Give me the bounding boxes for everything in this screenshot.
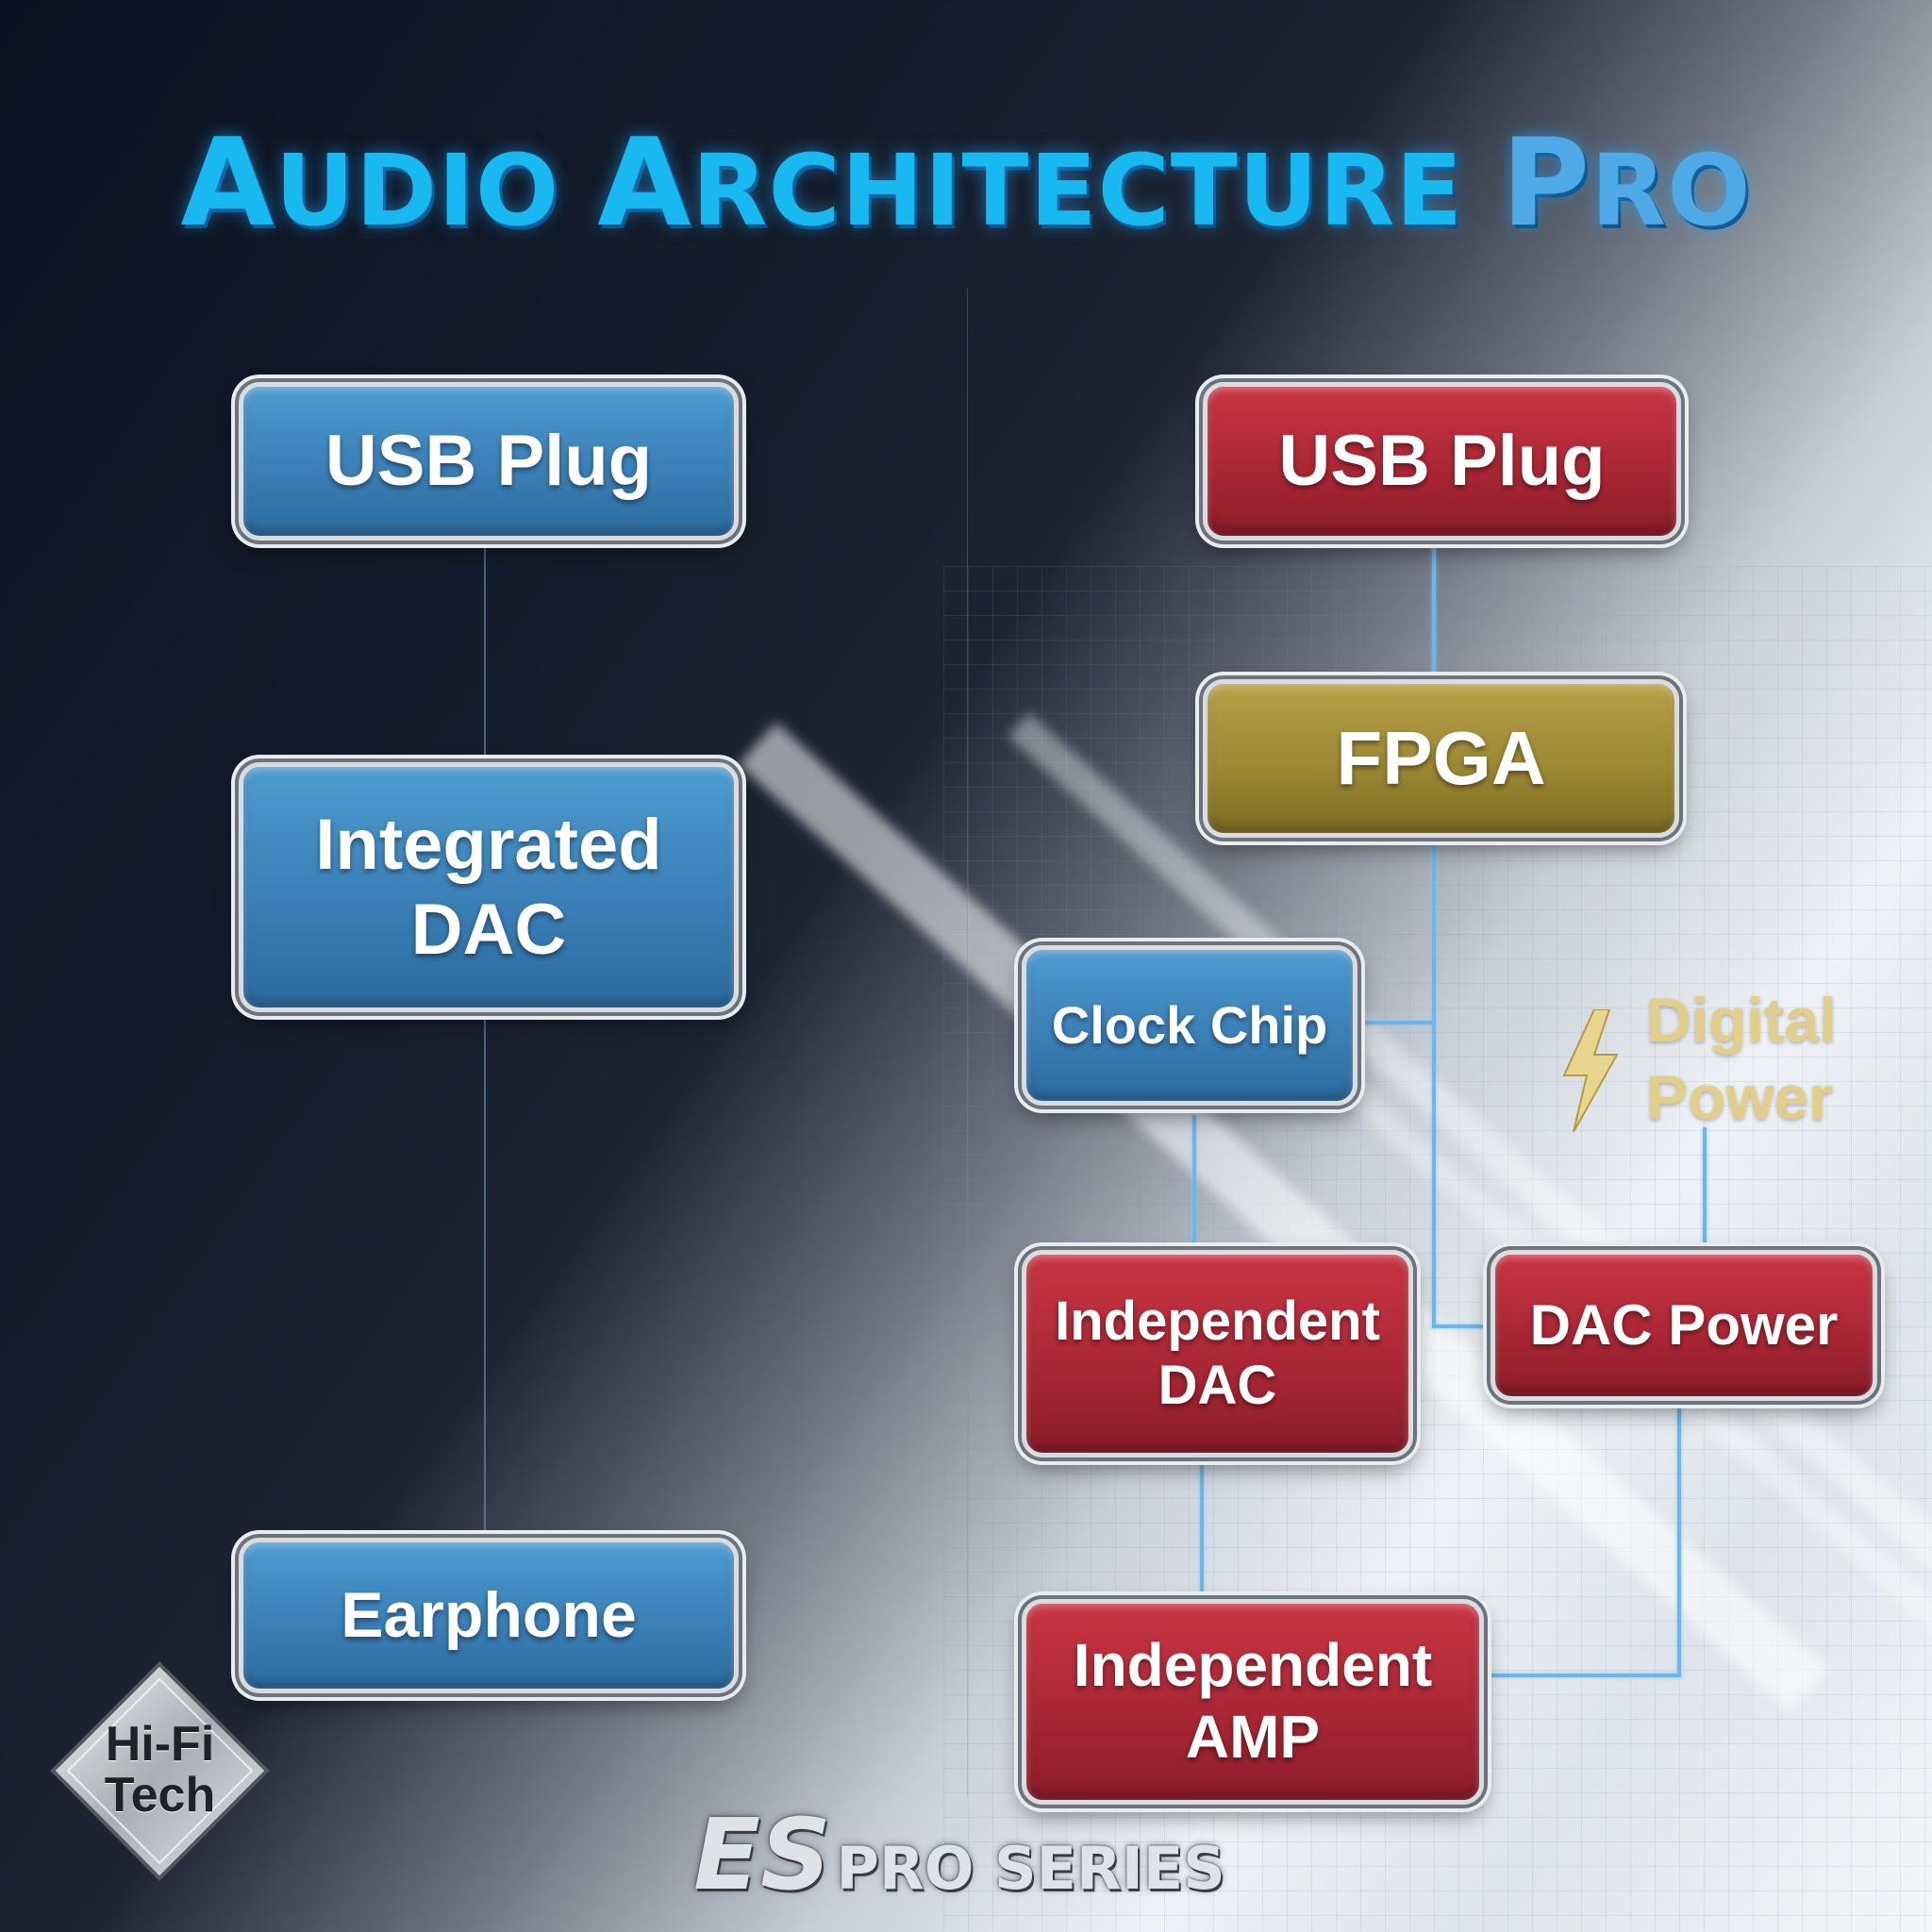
connector bbox=[1432, 545, 1436, 675]
connector bbox=[1489, 1674, 1681, 1677]
earphone-box: Earphone bbox=[239, 1538, 739, 1693]
lightning-bolt-icon bbox=[1562, 1009, 1619, 1132]
connector bbox=[484, 547, 486, 755]
usb-plug-box: USB Plug bbox=[239, 382, 739, 541]
connector bbox=[1677, 1404, 1681, 1677]
connector bbox=[1432, 1324, 1486, 1328]
series-logo: ES PRO SERIES bbox=[693, 1797, 1225, 1912]
connector bbox=[1192, 1115, 1196, 1244]
diamond-badge-icon bbox=[50, 1661, 270, 1881]
digital-power-label: Digital Power bbox=[1646, 985, 1837, 1132]
clock-chip-box: Clock Chip bbox=[1022, 945, 1357, 1106]
fpga-box: FPGA bbox=[1203, 679, 1679, 838]
dac-power-box: DAC Power bbox=[1491, 1250, 1877, 1401]
connector bbox=[1361, 1021, 1434, 1024]
connector bbox=[1200, 1460, 1204, 1592]
connector bbox=[484, 1014, 486, 1531]
page-title: AUDIO ARCHITECTURE PRO bbox=[180, 113, 1752, 254]
connector bbox=[1432, 842, 1436, 1328]
usb-plug-box: USB Plug bbox=[1203, 382, 1681, 541]
column-divider bbox=[967, 288, 968, 1797]
hifi-tech-badge: Hi-Fi Tech bbox=[104, 1717, 216, 1823]
connector bbox=[1703, 1127, 1707, 1245]
